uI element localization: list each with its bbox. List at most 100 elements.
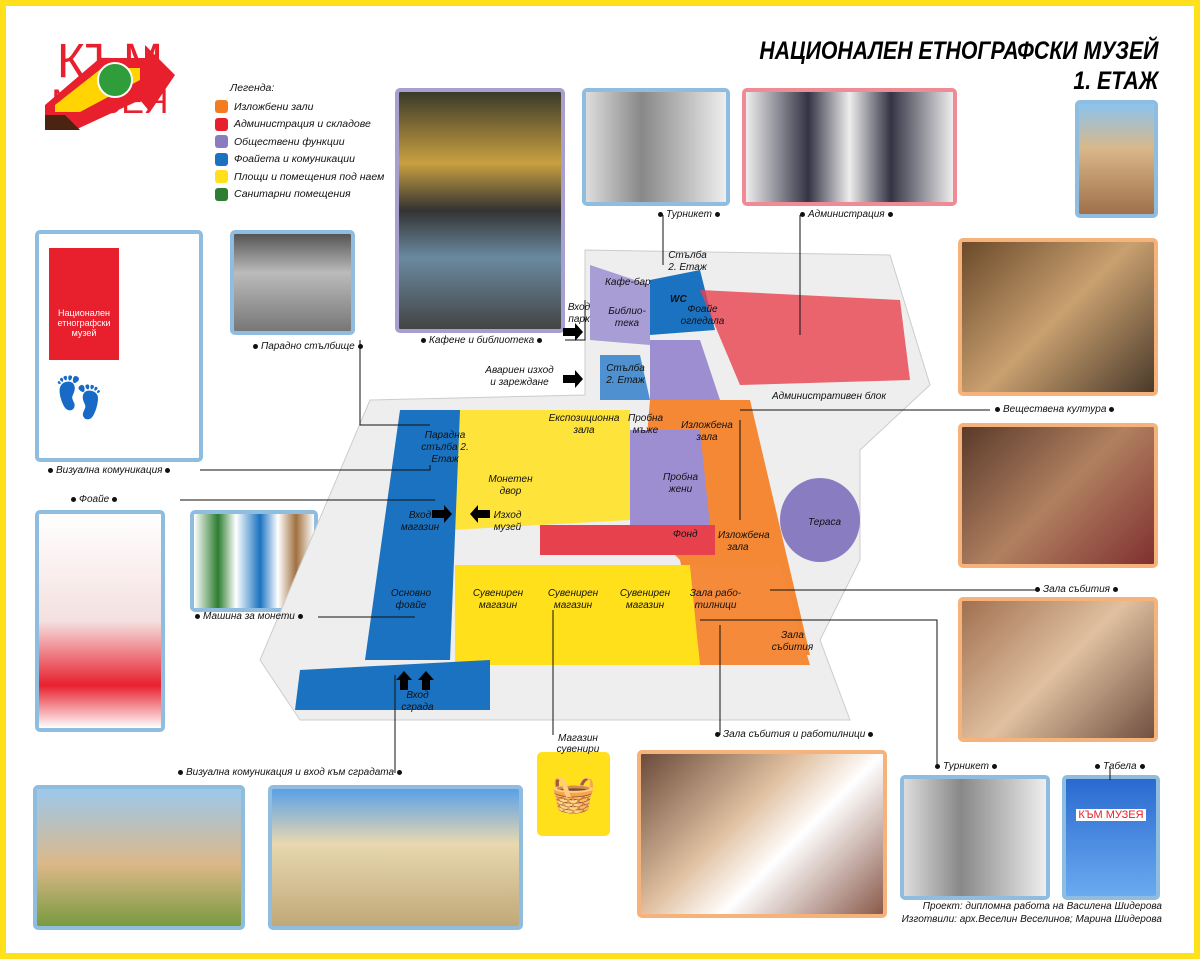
main-stairs-photo	[230, 230, 355, 335]
callout-material-culture: Веществена култура	[992, 404, 1117, 415]
room-label: Пробна жени	[663, 472, 699, 495]
legend-item: Площи и помещения под наем	[215, 168, 384, 186]
arrow-icons	[396, 323, 583, 690]
logo: КЪМ МУЗЕЯ	[40, 38, 180, 210]
callout-souvenir-shop: Магазин сувенири	[548, 733, 608, 755]
room-label: Пробна мъже	[628, 413, 664, 436]
arrow-right-icon	[563, 370, 583, 388]
swatch-icon	[215, 135, 228, 149]
callout-events-workshops: Зала събития и работилници	[712, 729, 876, 740]
room-label: Стълба 2. Етаж	[606, 363, 645, 386]
arrow-right-icon	[563, 323, 583, 341]
zone-public	[590, 265, 650, 345]
credits: Проект: дипломна работа на Василена Шиде…	[902, 900, 1162, 926]
callout-label: Машина за монети	[203, 611, 295, 622]
callout-visual-entrance: Визуална комуникация и вход към сградата	[175, 767, 405, 778]
room-label: Тераса	[808, 517, 842, 528]
turnstile-photo-bottom	[900, 775, 1050, 900]
zone-admin	[700, 290, 910, 385]
room-label: Основно фоайе	[390, 588, 432, 611]
footprints-icon: 👣	[54, 376, 104, 420]
arrow-logo-icon	[45, 45, 175, 130]
legend-item: Обществени функции	[215, 133, 384, 151]
legend-item: Фоайета и комуникации	[215, 151, 384, 169]
room-label: Авариен изход и зареждане	[485, 365, 554, 388]
visual-comm-panel: Национален етнографски музей 👣	[35, 230, 203, 462]
terrace	[780, 478, 860, 562]
callout-administration: Администрация	[797, 209, 896, 220]
room-label: Монетен двор	[488, 474, 533, 497]
room-label: WC	[670, 294, 687, 305]
zone-entrance	[295, 660, 490, 710]
room-label: Зала рабо-тилници	[689, 588, 742, 611]
callout-label: Визуална комуникация	[56, 465, 163, 476]
turnstile-photo-top	[582, 88, 730, 206]
zone-communication	[650, 270, 715, 335]
room-label: Вход магазин	[400, 510, 440, 533]
swatch-icon	[215, 187, 228, 201]
callout-label: Фоайе	[79, 494, 110, 505]
room-label: Изложбена зала	[718, 530, 770, 553]
zone-foyer	[365, 410, 460, 660]
basket-icon: 🧺	[551, 773, 596, 814]
callout-label: Веществена култура	[1003, 404, 1107, 415]
room-label: Сувенирен магазин	[619, 588, 671, 611]
callout-label: Магазин сувенири	[556, 733, 600, 755]
zone-fitting	[630, 430, 710, 525]
sign-text: КЪМ МУЗЕЯ	[1076, 809, 1146, 821]
callout-label: Табела	[1103, 761, 1137, 772]
legend-label: Фоайета и комуникации	[234, 153, 355, 166]
callout-label: Турникет	[943, 761, 989, 772]
swatch-icon	[215, 170, 228, 184]
legend-heading: Легенда:	[230, 82, 275, 94]
room-label: Изложбена зала	[681, 420, 733, 443]
callout-sign: Табела	[1092, 761, 1148, 772]
callout-foyer: Фоайе	[68, 494, 120, 505]
administration-photo	[742, 88, 957, 206]
callout-coin-machine: Машина за монети	[192, 611, 306, 622]
callout-visual-comm: Визуална комуникация	[45, 465, 173, 476]
foyer-photo	[35, 510, 165, 732]
building-photo-2	[268, 785, 523, 930]
callout-label: Зала събития и работилници	[723, 729, 866, 740]
callout-label: Административен блок	[772, 391, 887, 402]
legend-label: Санитарни помещения	[234, 188, 351, 201]
sign-photo: КЪМ МУЗЕЯ	[1062, 775, 1160, 900]
room-label: Сувенирен магазин	[547, 588, 599, 611]
room-label: Стълба 2. Етаж	[668, 250, 707, 273]
legend-label: Обществени функции	[234, 135, 345, 148]
legend-item: Изложбени зали	[215, 98, 384, 116]
room-label: Вход парк	[567, 302, 591, 325]
room-label: Вход сграда	[401, 690, 434, 713]
room-label: Фоайе огледала	[680, 304, 725, 327]
poster-thumbnail: Национален етнографски музей	[49, 248, 119, 360]
zone-souvenir	[455, 565, 700, 665]
room-label: Кафе-бар	[605, 277, 651, 288]
zone-fund	[540, 525, 715, 555]
legend: Легенда: Изложбени зали Администрация и …	[215, 82, 384, 203]
credits-line1: Проект: дипломна работа на Василена Шиде…	[922, 901, 1162, 912]
callout-label: Зала събития	[1043, 584, 1110, 595]
arrow-left-icon	[470, 505, 490, 523]
callout-admin-block: Административен блок	[772, 391, 886, 402]
events-workshops-photo	[637, 750, 887, 918]
arrow-right-icon	[432, 505, 452, 523]
cafe-library-photo	[395, 88, 565, 333]
callout-label: Визуална комуникация и вход към сградата	[186, 767, 395, 778]
credits-line2: Изготвили: арх.Веселин Веселинов; Марина…	[901, 914, 1162, 925]
event-hall-photo	[958, 597, 1158, 742]
room-label: Сувенирен магазин	[472, 588, 524, 611]
room-label: Експозиционна зала	[548, 413, 620, 436]
arrow-up-icon	[418, 671, 434, 690]
legend-label: Площи и помещения под наем	[234, 170, 385, 183]
material-culture-photo	[958, 238, 1158, 396]
building-sign-photo	[1075, 100, 1158, 218]
callout-label: Кафене и библиотека	[429, 335, 535, 346]
legend-label: Изложбени зали	[234, 100, 314, 113]
page-title: НАЦИОНАЛЕН ЕТНОГРАФСКИ МУЗЕЙ 1. ЕТАЖ	[759, 36, 1158, 96]
room-label: Фонд	[673, 529, 698, 540]
callout-event-hall: Зала събития	[1032, 584, 1121, 595]
callout-label: Парадно стълбище	[261, 341, 355, 352]
